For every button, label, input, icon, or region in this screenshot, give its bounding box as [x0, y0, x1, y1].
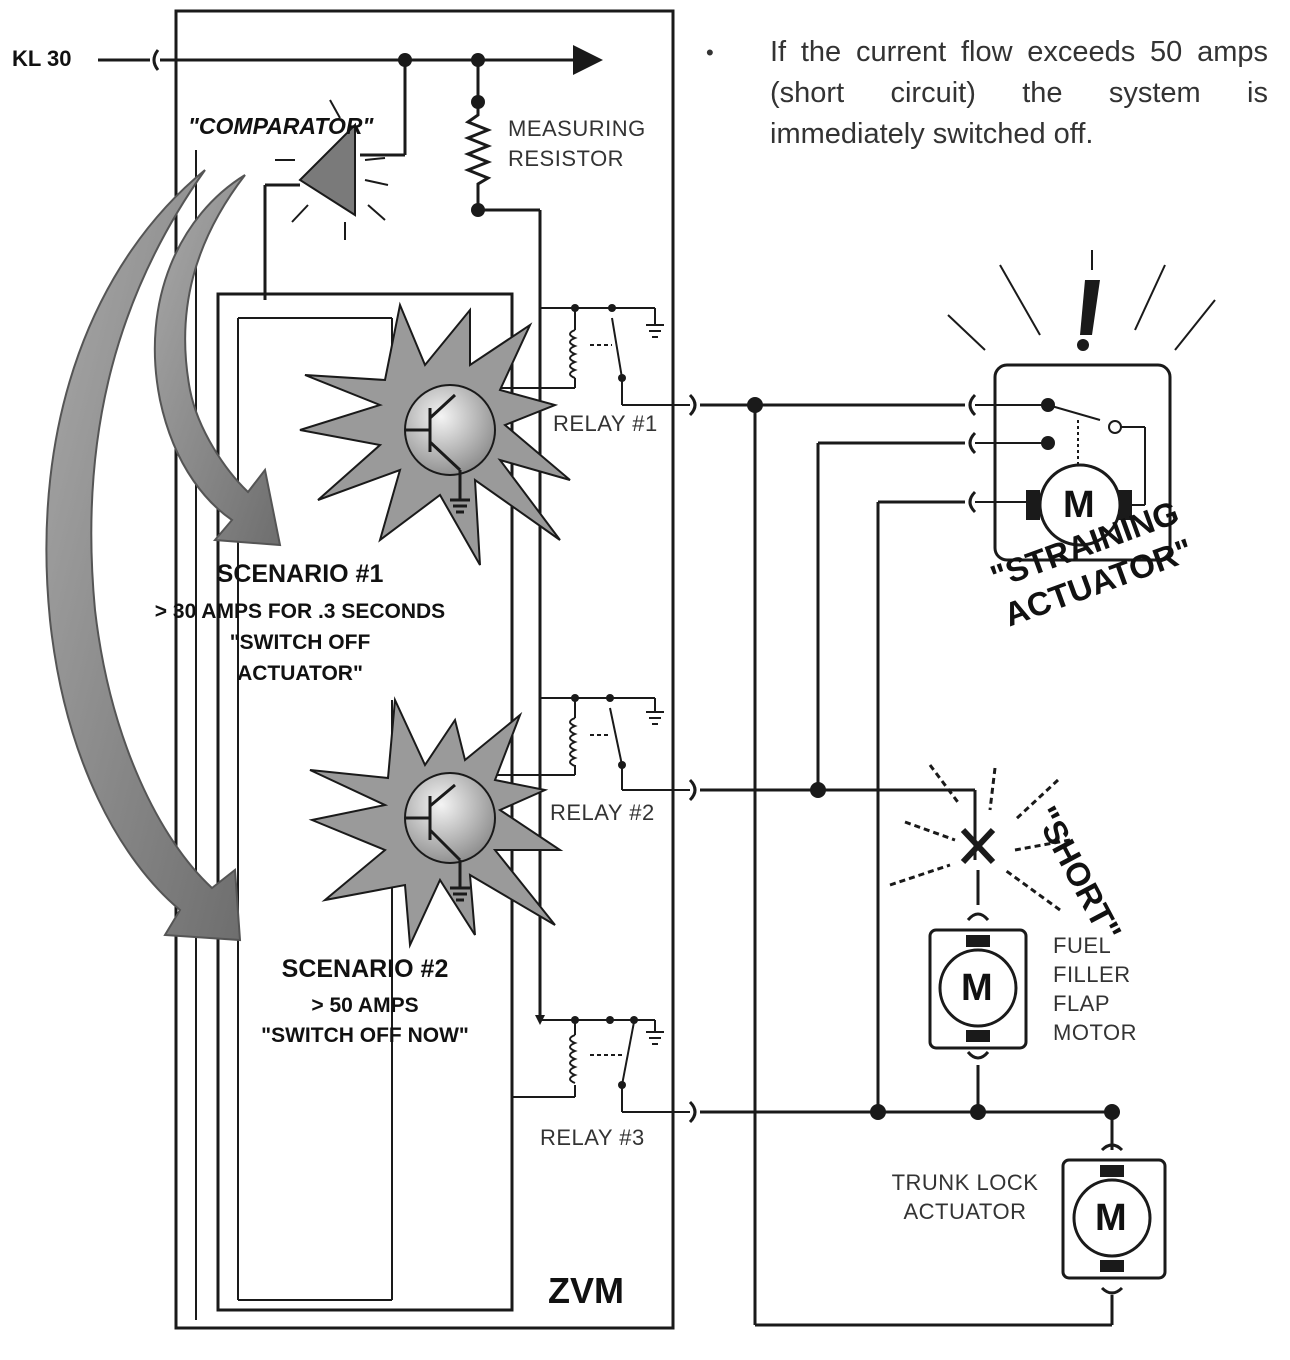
- relay-3-label: RELAY #3: [540, 1125, 645, 1150]
- measuring-resistor-label-line2: RESISTOR: [508, 146, 625, 171]
- measuring-resistor-symbol: [463, 100, 493, 210]
- comparator-symbol: [275, 99, 389, 240]
- relay-1-coil: [569, 329, 578, 379]
- relay-2-label: RELAY #2: [550, 800, 655, 825]
- scenario-2-title: SCENARIO #2: [281, 955, 449, 983]
- scenario-1-line1: > 30 AMPS FOR .3 SECONDS: [154, 600, 446, 623]
- scenario-2-line1: > 50 AMPS: [311, 994, 419, 1017]
- relay-2-coil: [569, 717, 578, 767]
- note-text-block: • If the current flow exceeds 50 amps (s…: [706, 32, 1268, 155]
- trunk-lock-actuator-motor-icon: [1072, 1165, 1152, 1272]
- exclamation-icon: [1077, 280, 1100, 351]
- zvm-label: ZVM: [548, 1270, 624, 1311]
- short-circuit-mark: [960, 827, 996, 865]
- bullet-icon: •: [706, 40, 714, 65]
- trunk-lock-actuator-box: [1061, 1158, 1167, 1280]
- relay-3-coil: [569, 1034, 578, 1084]
- trunk-lock-actuator-motor-label: M: [1095, 1197, 1127, 1239]
- relay-1-label: RELAY #1: [553, 411, 658, 436]
- fuel-filler-flap-motor-label: M: [961, 967, 993, 1009]
- transistor-2: [404, 772, 496, 902]
- kl30-label: KL 30: [12, 46, 72, 71]
- fuel-filler-motor-box: [928, 928, 1028, 1050]
- fuel-filler-flap-motor-icon: [938, 935, 1018, 1042]
- fuel-filler-label-line1: FUEL: [1053, 933, 1112, 958]
- measuring-resistor-label-line1: MEASURING: [508, 116, 646, 141]
- trunk-lock-label-line2: ACTUATOR: [903, 1199, 1027, 1224]
- fuel-filler-label-line3: FLAP: [1053, 991, 1111, 1016]
- scenario-1-arrow: [153, 174, 282, 547]
- straining-actuator-box: [993, 363, 1172, 562]
- scenario-1-line3: ACTUATOR": [237, 662, 363, 685]
- fuel-filler-label-line4: MOTOR: [1053, 1020, 1137, 1045]
- straining-actuator-motor-label: M: [1063, 484, 1095, 526]
- comparator-label: "COMPARATOR": [188, 113, 374, 139]
- fuel-filler-label-line2: FILLER: [1053, 962, 1131, 987]
- straining-actuator-motor-icon: [1026, 463, 1132, 547]
- zvm-outer-box: [174, 9, 675, 1330]
- scenario-1-line2: "SWITCH OFF: [229, 631, 371, 654]
- scenario-2-arrow: [45, 169, 242, 942]
- scenario-1-title: SCENARIO #1: [216, 560, 384, 588]
- scenario-2-line2: "SWITCH OFF NOW": [261, 1024, 469, 1047]
- transistor-1: [404, 384, 496, 514]
- trunk-lock-label-line1: TRUNK LOCK: [891, 1170, 1039, 1195]
- note-text: If the current flow exceeds 50 amps (sho…: [770, 36, 1268, 150]
